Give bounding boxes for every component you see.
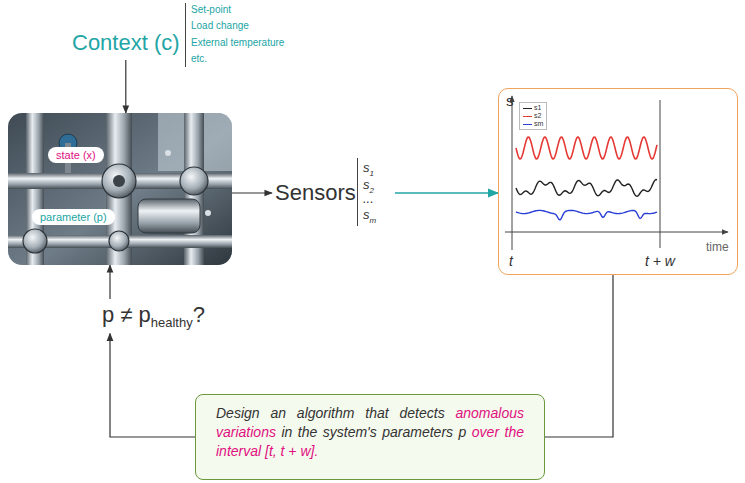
legend-line [523,108,532,109]
symbol-text: ... [363,191,374,206]
connector [395,193,498,194]
y-axis [512,96,513,250]
axis-label: s [506,92,514,109]
connector [125,60,126,113]
flange [180,167,208,195]
legend-text: sm [534,120,543,127]
context-item: Load change [191,20,249,32]
system-photo-box: state (x) parameter (p) [8,113,232,265]
sensor-item: ... [363,191,374,206]
bolt [165,150,171,156]
fault-question: p ≠ phealthy? [100,301,207,331]
connector-line [232,192,272,193]
connector [110,265,195,437]
bracket-bar [357,158,358,226]
legend-row: s2 [523,112,543,120]
subscript: healthy [151,315,193,330]
window-end-line [660,100,661,248]
legend-row: s1 [523,104,543,112]
signal-wave [516,210,657,220]
flange-hub [113,175,125,187]
legend-row: sm [523,120,543,128]
flange [102,164,136,198]
sensor-item: s1 [363,160,374,178]
time-mark: t + w [645,253,675,269]
legend-line [523,124,532,125]
x-axis [505,232,728,233]
bracket-bar [185,3,186,67]
time-mark: t [509,253,513,269]
context-item: etc. [191,53,207,65]
task-text-part: Design an algorithm that detects [216,405,445,421]
parameter-pill: parameter (p) [32,209,115,225]
symbol-text: s [363,207,370,222]
node-text: Context (c) [72,30,180,56]
connector-line [110,333,195,437]
signal-wave [516,180,657,197]
connector [232,193,272,194]
signal-wave [516,137,657,159]
machine-photo [8,113,232,265]
legend-line [523,116,532,117]
subscript: 1 [370,169,374,178]
subscript: m [370,216,377,225]
context-heading: Context (c) [72,30,180,56]
vessel [138,199,200,233]
flange [23,229,47,253]
plot-legend: s1s2sm [519,102,547,130]
task-box: Design an algorithm that detects anomalo… [195,394,545,480]
sensor-item: sm [363,207,376,225]
symbol-text: p ≠ p [102,302,151,327]
context-item: External temperature [191,37,284,49]
bolt [205,210,211,216]
symbol-text: s [363,160,370,175]
context-item: Set-point [191,4,231,16]
connector-line [109,265,110,299]
connector-line [395,192,498,194]
symbol-text: s [363,177,370,192]
sensors-block: Sensors [272,160,395,226]
photo-background [8,113,232,265]
node-text: state (x) [56,149,96,161]
legend-text: s1 [534,104,541,111]
task-text-part: in the system's parameters p [281,424,466,440]
legend-text: s2 [534,112,541,119]
photo-content [8,113,232,265]
axis-label: time [706,240,729,254]
flange [109,231,129,251]
symbol-text: ? [193,302,205,327]
connector [545,275,613,437]
node-text: parameter (p) [40,211,107,223]
task-text: Design an algorithm that detects anomalo… [216,404,524,461]
state-pill: state (x) [48,147,104,163]
connector-line [125,60,126,113]
connector-line [545,275,613,437]
sensors-heading: Sensors [275,180,356,206]
